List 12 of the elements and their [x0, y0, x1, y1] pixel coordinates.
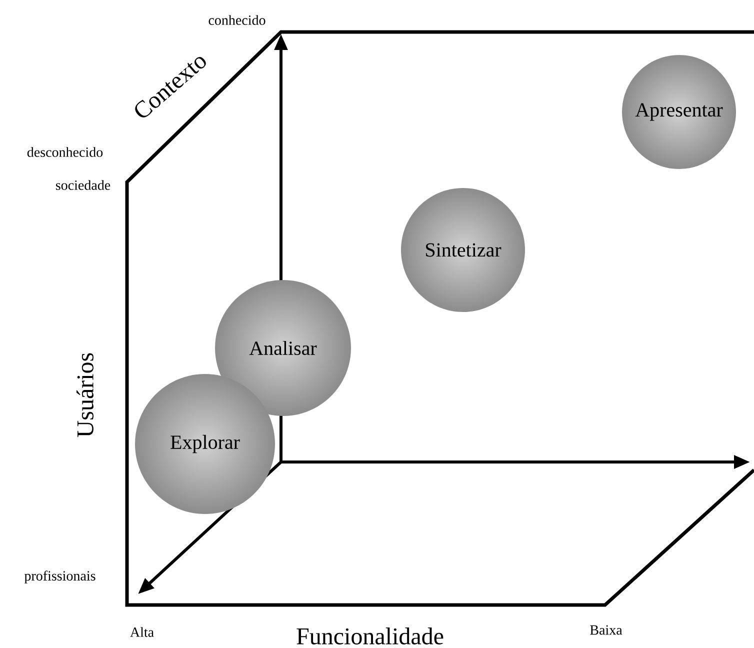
axis-tick-label: sociedade [56, 180, 110, 190]
axis-title: Funcionalidade [296, 628, 444, 644]
axis-tick-label: desconhecido [27, 147, 103, 157]
axis-tick-label: conhecido [208, 15, 266, 25]
axis-tick-label: Baixa [590, 625, 622, 635]
axis-tick-label: profissionais [24, 570, 96, 584]
axis-tick-label: Alta [130, 627, 154, 637]
sphere: Apresentar [635, 103, 723, 121]
axis-title: Usuários [76, 353, 94, 438]
sphere: Explorar [170, 434, 240, 454]
sphere: Sintetizar [426, 243, 502, 257]
sphere: Analisar [249, 340, 317, 356]
